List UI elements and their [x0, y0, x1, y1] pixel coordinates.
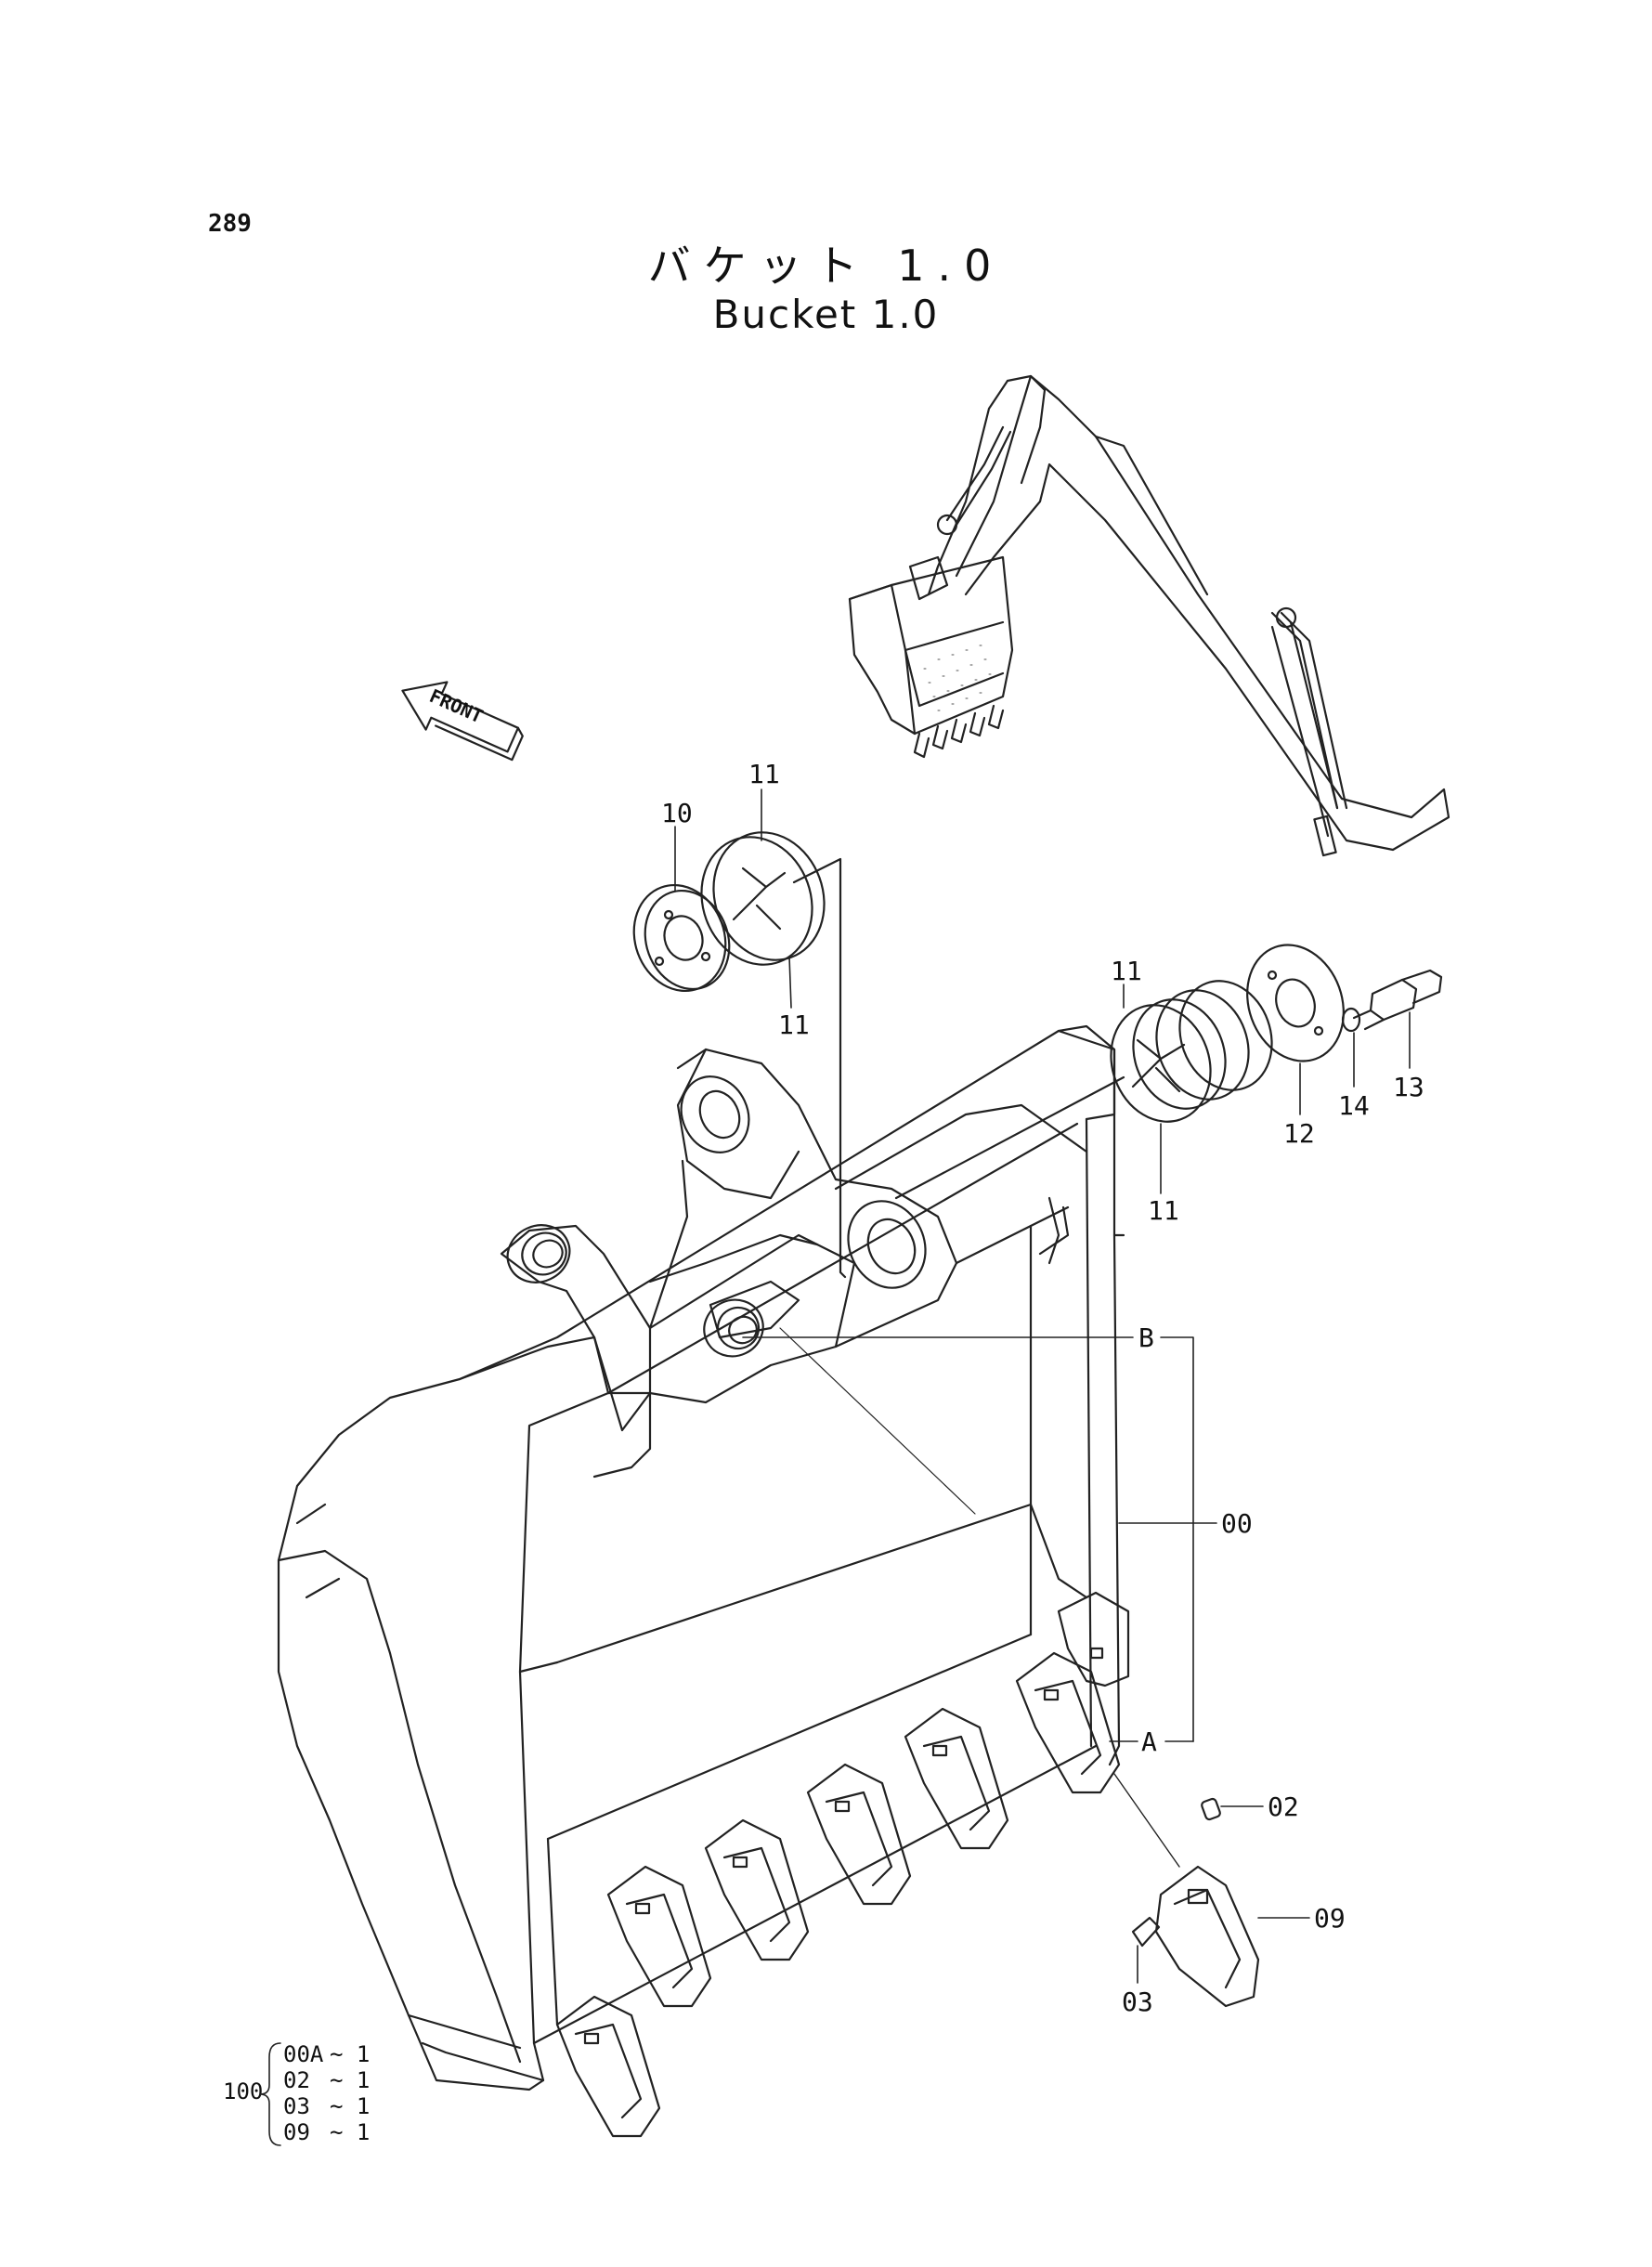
assembly-item-qty-1: ~ 1 [330, 2041, 370, 2067]
callout-02: 02 [1268, 1791, 1299, 1822]
callout-10: 10 [661, 798, 693, 828]
bucket-bracket-right [592, 1048, 1088, 1479]
assembly-item-code-1: 00A [283, 2041, 324, 2067]
leader-left-shims [792, 857, 847, 1279]
callout-11-top-left: 11 [748, 759, 780, 789]
assembly-item-code-3: 03 [283, 2093, 310, 2119]
assembly-item-code-4: 09 [283, 2119, 310, 2145]
assembly-item-code-2: 02 [283, 2067, 310, 2093]
front-label: FRONT [426, 684, 487, 727]
callout-labels: 10 11 11 11 11 12 14 13 B 00 A 02 09 03 [661, 759, 1424, 2017]
callout-11-top-right: 11 [1111, 956, 1142, 986]
callout-03: 03 [1122, 1987, 1153, 2017]
assembly-brace [259, 2042, 281, 2146]
callout-12: 12 [1283, 1118, 1315, 1149]
callout-11-bottom-left: 11 [778, 1010, 810, 1040]
bucket-bracket-left [500, 1224, 652, 1432]
tooth-end-adapter [1057, 1591, 1130, 1687]
leader-right-shims [894, 1075, 1125, 1200]
assembly-item-qty-2: ~ 1 [330, 2067, 370, 2093]
callout-13: 13 [1393, 1072, 1424, 1102]
part-12-plate [1246, 944, 1345, 1062]
bucket-bracket-center [648, 1233, 856, 1404]
callout-11-bottom-right: 11 [1148, 1195, 1179, 1226]
bucket-teeth [555, 1591, 1130, 2138]
reference-a: A [1141, 1726, 1157, 1757]
reference-b: B [1138, 1322, 1154, 1353]
excavator-inset-illustration [848, 374, 1450, 857]
part-03-lock [1131, 1916, 1161, 1948]
title-japanese: バケット 1.0 [647, 241, 1005, 291]
leader-lines [674, 788, 1411, 1984]
front-direction-arrow [401, 681, 524, 762]
part-09-tooth [1154, 1865, 1260, 2008]
leader-tooth-explode [1113, 1773, 1180, 1868]
bucket-body [277, 1024, 1125, 2091]
assembly-number: 100 [223, 2078, 263, 2104]
title-english: Bucket 1.0 [712, 292, 940, 337]
part-13-bolt [1352, 969, 1443, 1031]
part-14-washer [1341, 1007, 1361, 1033]
assembly-item-qty-4: ~ 1 [330, 2119, 370, 2145]
page-number: 289 [208, 210, 252, 238]
callout-00: 00 [1221, 1508, 1253, 1539]
part-02-pin [1201, 1797, 1221, 1821]
callout-09: 09 [1314, 1903, 1346, 1934]
assembly-item-qty-3: ~ 1 [330, 2093, 370, 2119]
callout-14: 14 [1338, 1090, 1370, 1121]
part-11-shims-left [700, 831, 826, 966]
part-10-collar [632, 883, 731, 993]
assembly-note: 100 00A ~ 1 02 ~ 1 03 ~ 1 09 ~ 1 [223, 2041, 370, 2145]
part-11-shims-right [1110, 980, 1273, 1123]
